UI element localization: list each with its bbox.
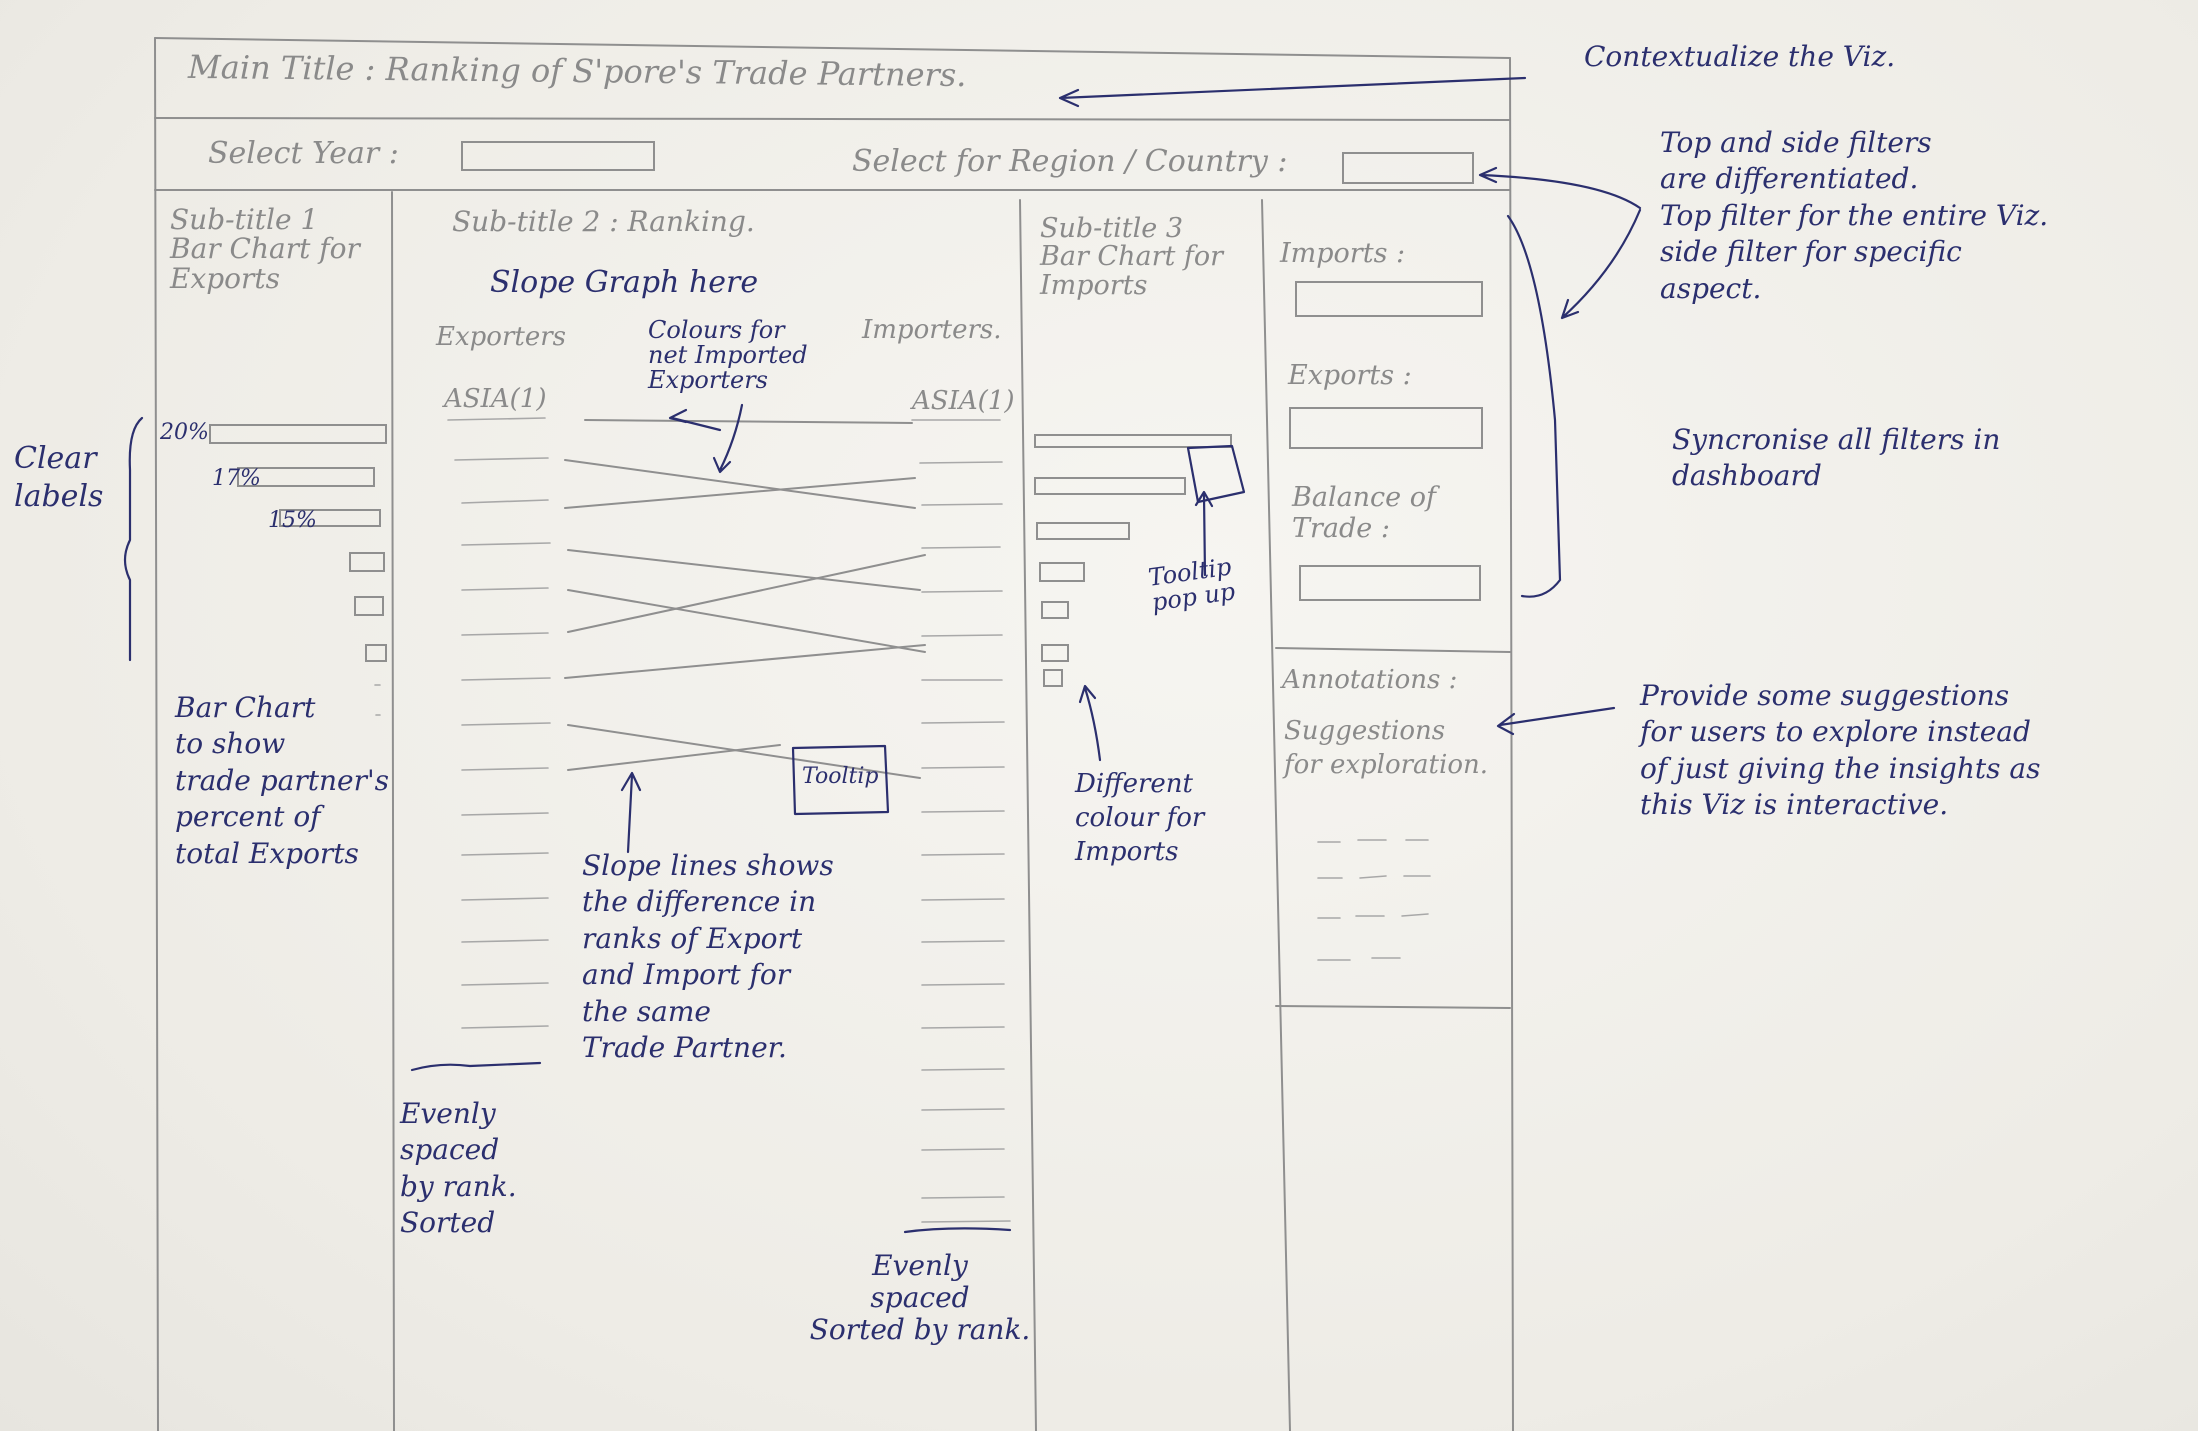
slope-lines-note: Slope lines shows the difference in rank… (582, 849, 834, 1064)
balance-filter-label: Balance of Trade : (1292, 482, 1436, 545)
suggestion-placeholder-lines (1317, 839, 1431, 961)
filter-boxes (461, 141, 1474, 184)
evenly-spaced-left-note: Evenly spaced by rank. Sorted (400, 1097, 517, 1240)
import-colour-note: Different colour for Imports (1075, 769, 1205, 867)
main-title: Main Title : Ranking of S'pore's Trade P… (187, 47, 967, 95)
asia-label-right: ASIA(1) (912, 386, 1015, 416)
dashboard-frame (154, 37, 1514, 1431)
exporter-rank-ticks (447, 417, 551, 1029)
suggestions-label: Suggestions for exploration. (1284, 716, 1488, 780)
export-bar-label-2: 17% (212, 466, 261, 491)
evenly-spaced-bracket-left (410, 1061, 542, 1072)
annotations-label: Annotations : (1282, 665, 1458, 695)
left-subtitle: Sub-title 1 Bar Chart for Exports (170, 203, 360, 295)
export-bar-label-1: 20% (160, 420, 209, 445)
evenly-spaced-bracket-right (903, 1227, 1012, 1234)
select-year-label: Select Year : (208, 136, 399, 171)
export-bar-label-3: 15% (268, 508, 317, 533)
provide-suggestions-note: Provide some suggestions for users to ex… (1640, 679, 2041, 822)
side-filter-boxes (1289, 281, 1483, 601)
import-bars (1034, 434, 1232, 687)
exports-filter-label: Exports : (1288, 360, 1412, 391)
clear-labels-note: Clear labels (14, 441, 104, 514)
imports-filter-label: Imports : (1280, 238, 1406, 269)
colours-note: Colours for net Imported Exporters (648, 316, 808, 395)
export-bars (209, 424, 387, 716)
right-subtitle: Sub-title 3 Bar Chart for Imports (1040, 213, 1224, 301)
tooltip-popup-note: Tooltip pop up (1146, 552, 1237, 617)
slope-tooltip-label: Tooltip (802, 764, 879, 789)
synchronise-note: Syncronise all filters in dashboard (1672, 423, 2001, 493)
filters-note: Top and side filters are differentiated.… (1660, 126, 2049, 305)
select-region-label: Select for Region / Country : (852, 144, 1288, 179)
annotation-arrows (620, 76, 1642, 854)
left-description: Bar Chart to show trade partner's percen… (175, 691, 390, 870)
column-dividers (391, 191, 1511, 1431)
asia-label-left: ASIA(1) (444, 384, 547, 414)
clear-labels-bracket (123, 416, 144, 662)
import-tooltip-box (1186, 444, 1246, 504)
evenly-spaced-right-note: Evenly spaced Sorted by rank. (809, 1249, 1031, 1347)
slope-graph-heading: Slope Graph here (490, 265, 759, 300)
slope-tooltip-box (791, 744, 890, 816)
exporters-label: Exporters (436, 322, 566, 352)
slope-lines (564, 419, 926, 779)
contextualize-note: Contextualize the Viz. (1584, 40, 1896, 73)
center-subtitle: Sub-title 2 : Ranking. (452, 205, 755, 238)
importers-label: Importers. (862, 315, 1002, 345)
importer-rank-ticks (911, 419, 1011, 1223)
import-tooltip-arrow (1194, 490, 1214, 577)
